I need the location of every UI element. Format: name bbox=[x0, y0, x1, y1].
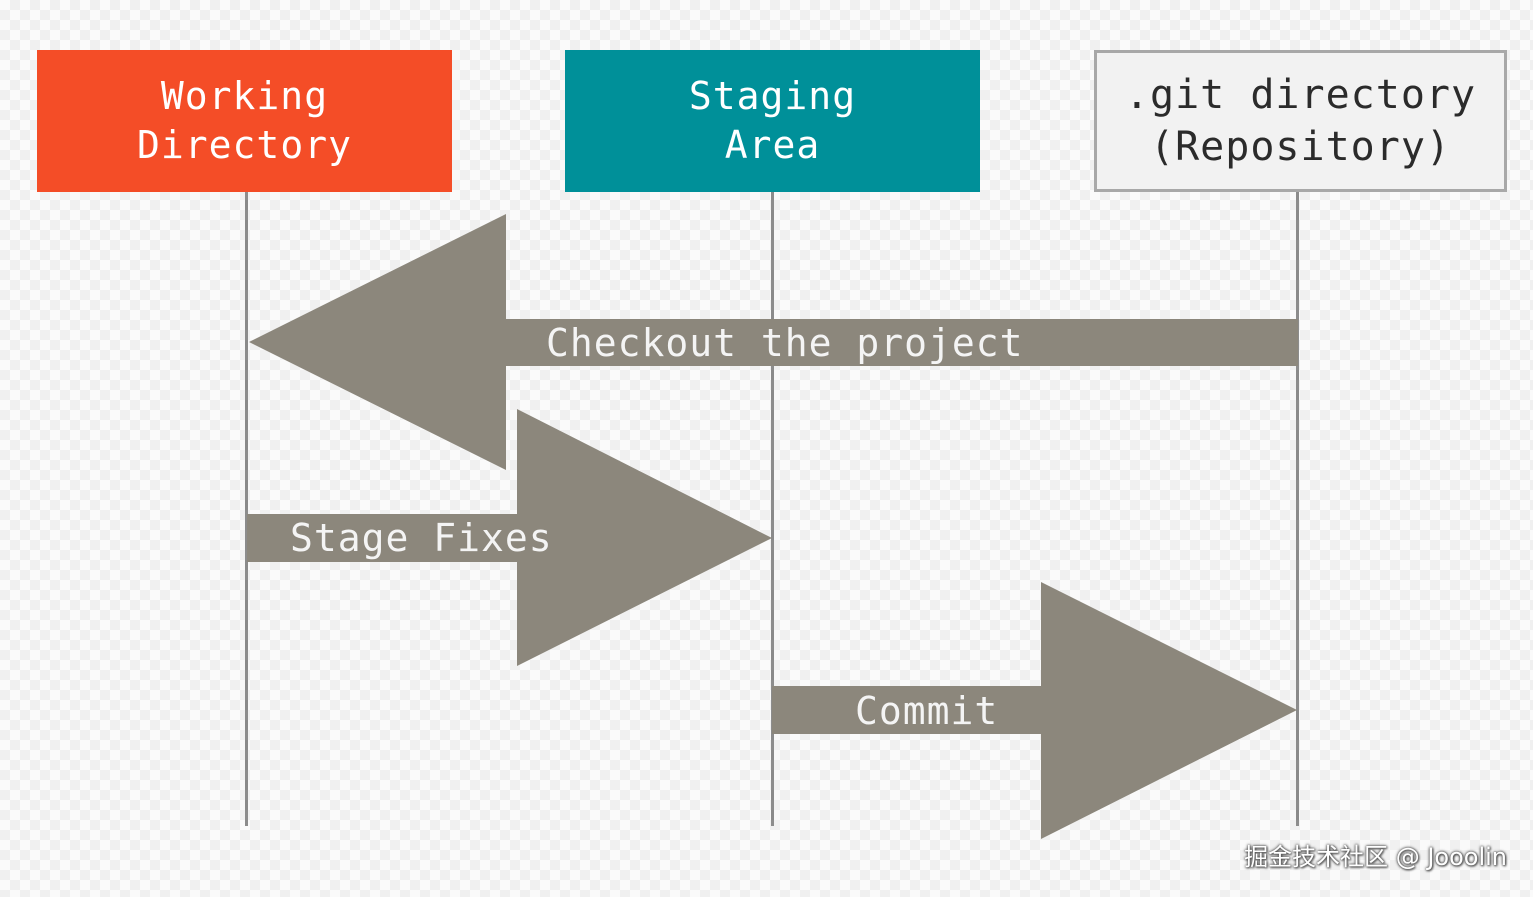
repository-box: .git directory (Repository) bbox=[1094, 50, 1507, 192]
staging-area-title-line2: Area bbox=[724, 123, 821, 167]
commit-label: Commit bbox=[855, 689, 999, 733]
staging-area-lifeline bbox=[771, 192, 774, 826]
checkout-arrow bbox=[249, 214, 1298, 470]
staging-area-box: Staging Area bbox=[565, 50, 980, 192]
commit-arrow bbox=[772, 582, 1297, 839]
repository-title-line2: (Repository) bbox=[1150, 124, 1451, 170]
stage-fixes-arrow bbox=[247, 409, 772, 666]
repository-title-line1: .git directory bbox=[1124, 72, 1477, 118]
watermark: 掘金技术社区 @ Jooolin bbox=[1244, 843, 1507, 871]
checkout-label: Checkout the project bbox=[546, 321, 1024, 365]
repository-lifeline bbox=[1296, 192, 1299, 826]
stage-fixes-label: Stage Fixes bbox=[290, 516, 553, 560]
working-directory-title-line1: Working bbox=[160, 74, 329, 118]
working-directory-lifeline bbox=[245, 192, 248, 826]
working-directory-box: Working Directory bbox=[37, 50, 452, 192]
working-directory-title-line2: Directory bbox=[137, 123, 352, 167]
staging-area-title-line1: Staging bbox=[688, 74, 857, 118]
